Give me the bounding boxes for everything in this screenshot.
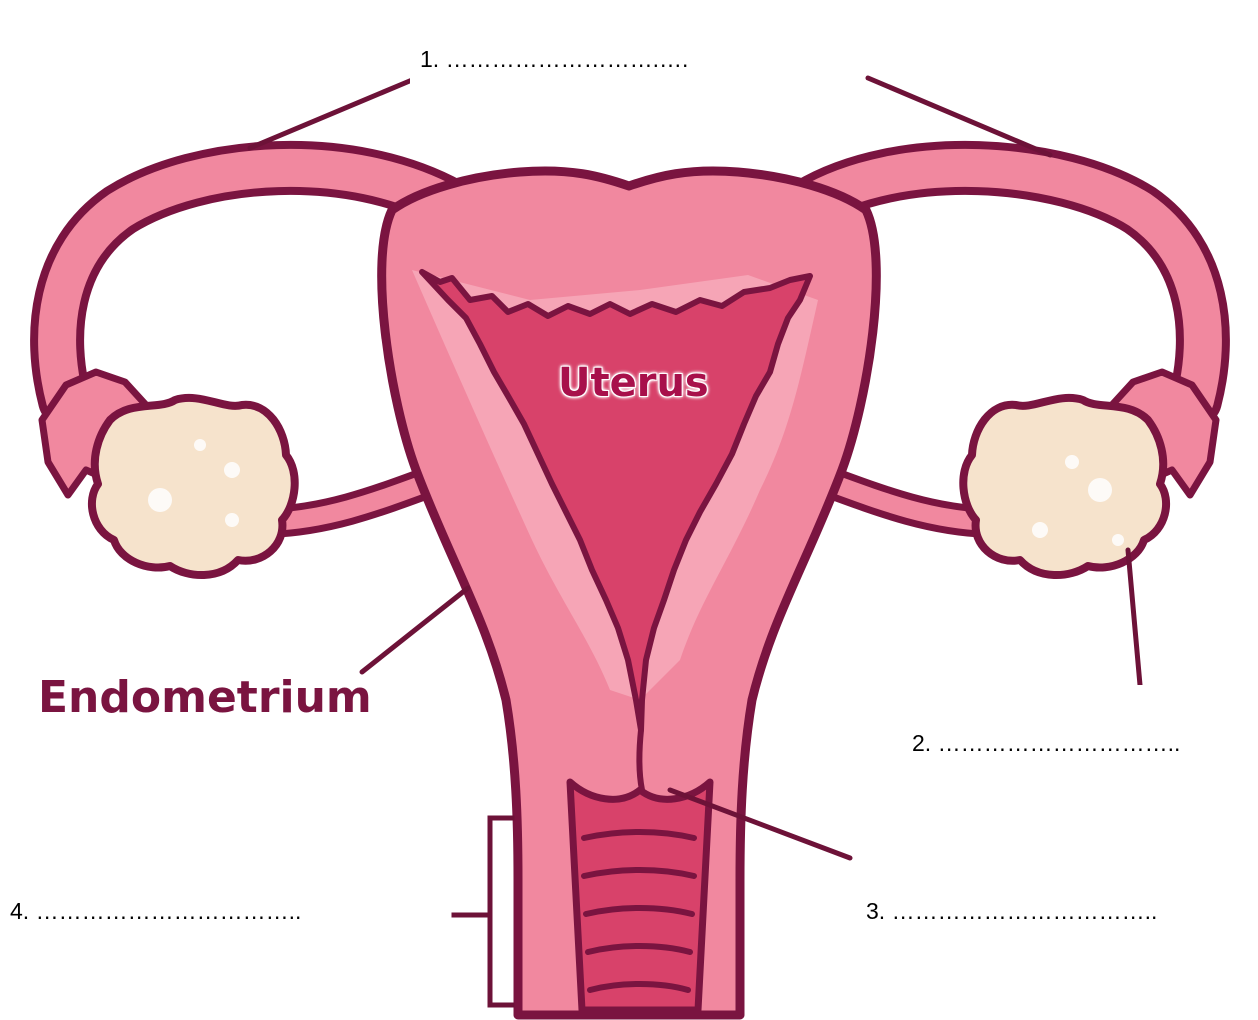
vagina-bracket <box>454 818 512 1005</box>
leader-line-endometrium <box>362 588 468 672</box>
blank-label-3: 3. …………………………….. <box>866 898 1157 925</box>
blank-label-1: 1. ……………………….…. <box>420 46 688 73</box>
leader-line-2 <box>1128 550 1140 685</box>
right-ovary <box>963 398 1166 575</box>
blank-label-2: 2. ………………………….. <box>912 730 1180 757</box>
vagina <box>570 782 710 1010</box>
endometrium-label: Endometrium <box>38 672 372 723</box>
left-ovary <box>92 398 295 575</box>
leader-line-1-left <box>250 80 412 148</box>
blank-label-4: 4. …………………………….. <box>10 898 301 925</box>
cervical-canal <box>639 730 642 790</box>
uterus-label: Uterus <box>558 360 709 406</box>
